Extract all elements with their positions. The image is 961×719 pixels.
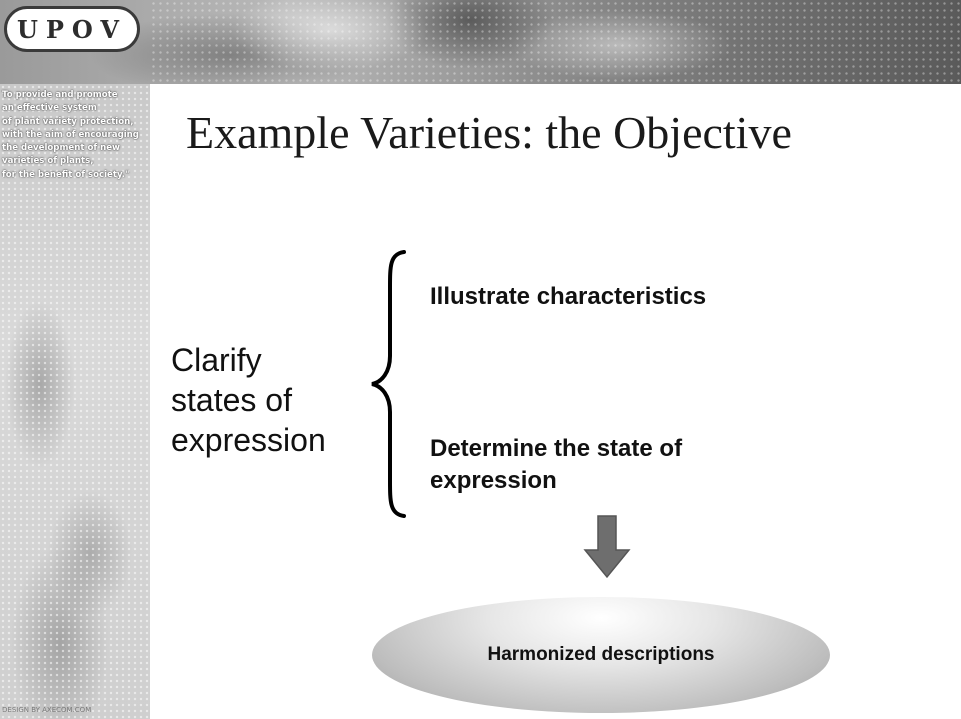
design-credit: DESIGN BY AXECOM.COM (2, 706, 92, 714)
down-arrow-icon (583, 515, 631, 579)
upov-logo: UPOV (4, 6, 140, 52)
objective-label-line: expression (171, 422, 326, 458)
item-determine: Determine the state of expression (430, 433, 682, 497)
result-ellipse: Harmonized descriptions (372, 597, 830, 713)
mission-line: with the aim of encouraging (2, 129, 139, 140)
header-banner (0, 0, 961, 84)
mission-line: varieties of plants, (2, 156, 94, 167)
objective-label: Clarify states of expression (171, 340, 326, 460)
sidebar-texture (0, 84, 150, 719)
slide-title: Example Varieties: the Objective (186, 107, 792, 158)
curly-brace (371, 250, 406, 518)
objective-label-line: states of (171, 382, 292, 418)
item-determine-line: Determine the state of (430, 435, 683, 462)
mission-line: of plant variety protection, (2, 116, 134, 127)
mission-line: To provide and promote (2, 90, 118, 100)
result-label: Harmonized descriptions (487, 644, 715, 665)
mission-statement: To provide and promote an effective syst… (2, 89, 152, 182)
item-determine-line: expression (430, 467, 557, 494)
mission-line: the development of new (2, 143, 120, 154)
mission-line: for the benefit of society." (2, 169, 130, 180)
item-illustrate: Illustrate characteristics (430, 283, 707, 310)
banner-texture (150, 0, 961, 84)
objective-label-line: Clarify (171, 342, 262, 378)
mission-line: an effective system (2, 103, 97, 114)
